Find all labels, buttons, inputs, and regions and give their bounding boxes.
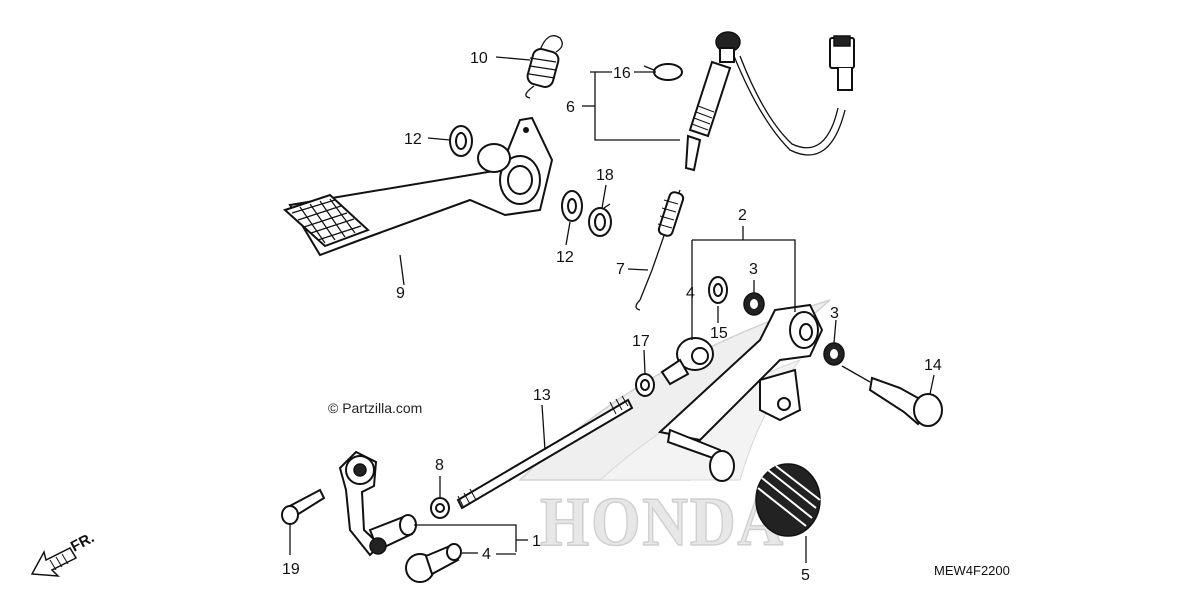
callout-12-upper: 12: [404, 131, 422, 148]
callout-19: 19: [282, 561, 300, 578]
part-2-gearshift-pedal[interactable]: [657, 303, 824, 482]
honda-watermark-text: HONDA: [540, 484, 785, 561]
part-12-washer-upper[interactable]: [449, 125, 473, 157]
pedal-grip-pattern: [291, 198, 362, 244]
part-4-joint-upper[interactable]: [660, 337, 714, 386]
part-15-washer[interactable]: [708, 276, 728, 304]
callout-2: 2: [738, 207, 747, 224]
part-12-washer-lower[interactable]: [561, 190, 583, 222]
part-8-nut[interactable]: [430, 497, 450, 519]
diagram-code: MEW4F2200: [934, 563, 1010, 578]
callout-16: 16: [613, 65, 631, 82]
callout-17: 17: [632, 333, 650, 350]
part-1-shift-arm[interactable]: [338, 450, 417, 557]
callout-3-upper: 3: [749, 261, 758, 278]
part-14-bolt[interactable]: [868, 376, 943, 427]
part-13-tie-rod[interactable]: [456, 395, 634, 510]
part-7-switch-spring[interactable]: [635, 189, 685, 311]
callout-3-right: 3: [830, 305, 839, 322]
callout-13: 13: [533, 387, 551, 404]
part-18-clip[interactable]: [588, 203, 612, 237]
part-9-brake-pedal[interactable]: [283, 116, 554, 257]
callout-7: 7: [616, 261, 625, 278]
callout-4-upper: 4: [686, 285, 695, 302]
part-4-joint-lower[interactable]: [405, 543, 462, 583]
callout-4-lower: 4: [482, 546, 491, 563]
callout-12-lower: 12: [556, 249, 574, 266]
part-3-washer-upper[interactable]: [743, 292, 765, 316]
callout-1: 1: [532, 533, 541, 550]
part-19-bolt[interactable]: [281, 488, 326, 525]
callout-15: 15: [710, 325, 728, 342]
front-direction-indicator: FR.: [30, 529, 97, 577]
front-arrow-icon: [30, 547, 78, 577]
leader-lines: [289, 56, 935, 563]
callout-10: 10: [470, 50, 488, 67]
part-10-spring[interactable]: [525, 35, 563, 99]
copyright-notice: © Partzilla.com: [328, 400, 422, 416]
callout-5: 5: [801, 567, 810, 584]
callout-8: 8: [435, 457, 444, 474]
copyright-text: © Partzilla.com: [328, 400, 422, 416]
part-5-pedal-rubber[interactable]: [755, 463, 821, 537]
callout-18: 18: [596, 167, 614, 184]
part-3-washer-right[interactable]: [823, 342, 845, 366]
callout-labels: 10 12 9 12 18 6 16 7 2 4 15 3 3 17 14 13…: [282, 50, 942, 584]
callout-9: 9: [396, 285, 405, 302]
callout-14: 14: [924, 357, 942, 374]
part-17-nut[interactable]: [635, 373, 655, 397]
part-6-stop-switch[interactable]: [684, 31, 855, 172]
callout-6: 6: [566, 99, 575, 116]
